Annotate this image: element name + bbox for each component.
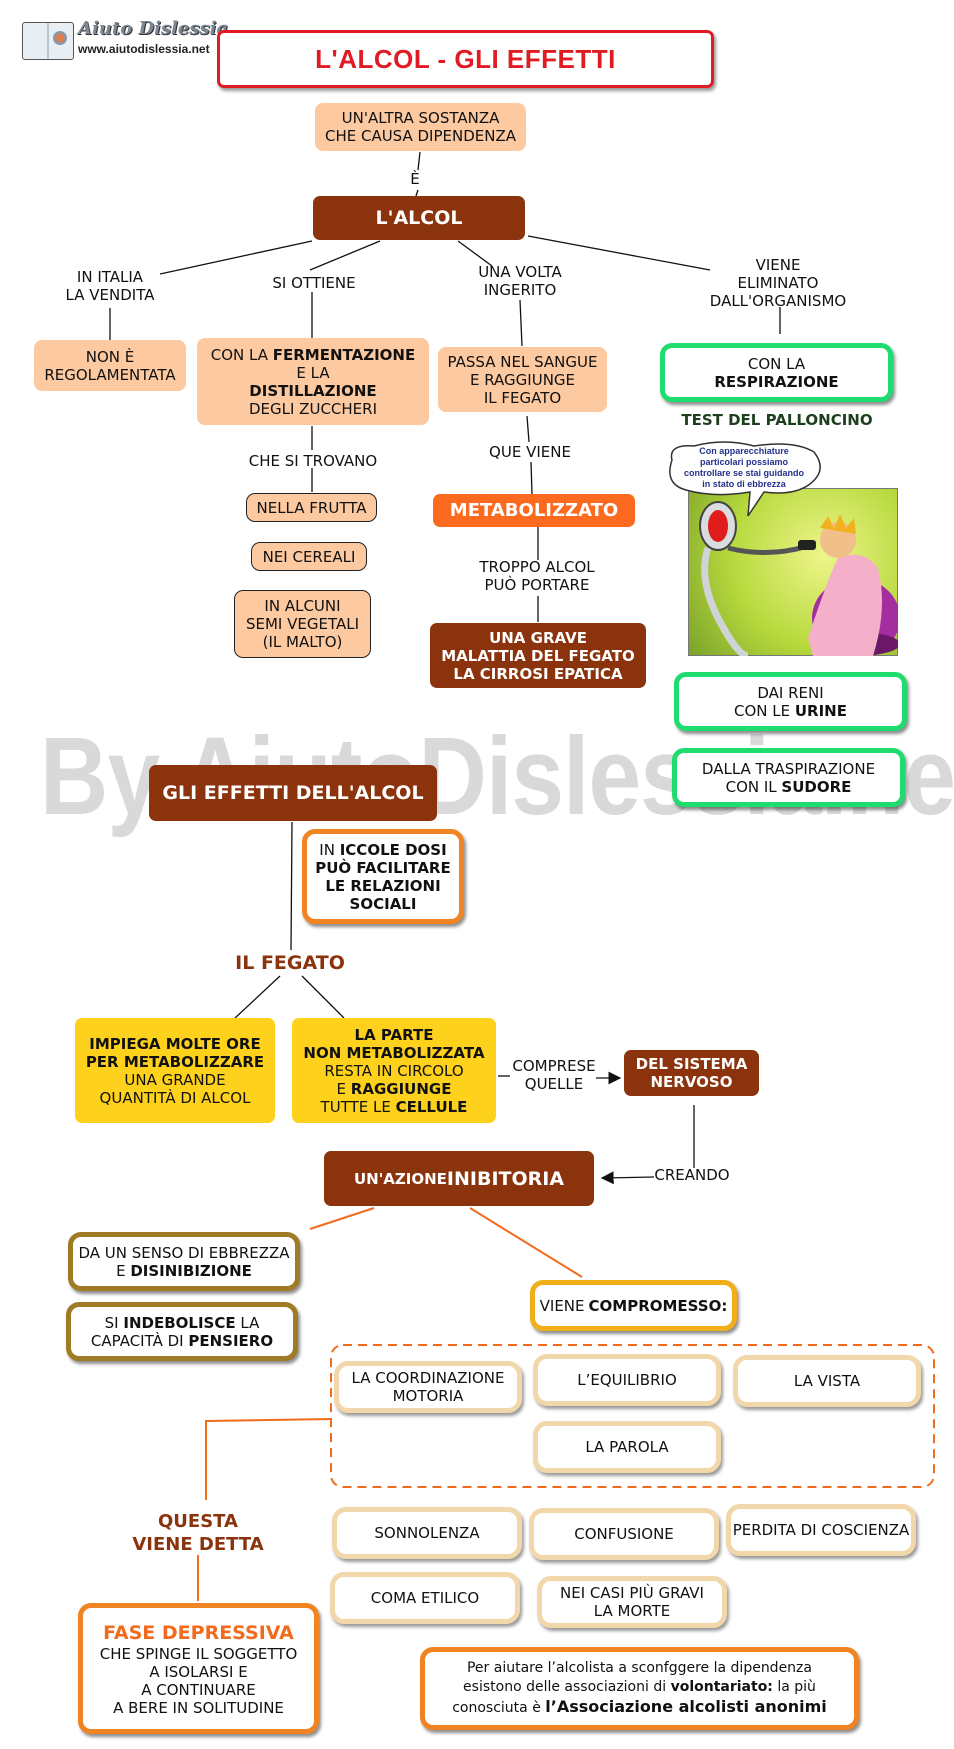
site-logo: Aiuto Dislessia www.aiutodislessia.net xyxy=(22,18,228,60)
equilibrio-box: L’EQUILIBRIO xyxy=(533,1354,721,1406)
fase-depressiva-box: FASE DEPRESSIVA CHE SPINGE IL SOGGETTO A… xyxy=(78,1603,319,1734)
label-questa-viene-detta: QUESTA VIENE DETTA xyxy=(132,1511,264,1555)
label-comprese-quelle: COMPRESE QUELLE xyxy=(512,1057,596,1093)
parte-non-metabolizzata-box: LA PARTE NON METABOLIZZATA RESTA IN CIRC… xyxy=(292,1018,496,1123)
fegato-heading: IL FEGATO xyxy=(235,952,345,974)
traspirazione-box: DALLA TRASPIRAZIONE CON IL SUDORE xyxy=(672,748,905,807)
label-una-volta-ingerito: UNA VOLTA INGERITO xyxy=(478,263,562,299)
coordinazione-box: LA COORDINAZIONE MOTORIA xyxy=(334,1361,522,1413)
impiega-box: IMPIEGA MOLTE ORE PER METABOLIZZARE UNA … xyxy=(75,1018,275,1123)
label-che-si-trovano: CHE SI TROVANO xyxy=(248,452,378,470)
frutta-box: NELLA FRUTTA xyxy=(246,493,377,522)
piccole-dosi-box: IN ICCOLE DOSI PUÒ FACILITARE LE RELAZIO… xyxy=(302,829,464,924)
bubble-text: Con apparecchiature particolari possiamo… xyxy=(683,446,805,489)
reni-box: DAI RENI CON LE URINE xyxy=(674,672,907,731)
logo-text: Aiuto Dislessia xyxy=(78,18,229,39)
confusione-box: CONFUSIONE xyxy=(529,1508,719,1560)
sistema-nervoso-box: DEL SISTEMA NERVOSO xyxy=(624,1050,759,1096)
compromesso-box: VIENE COMPROMESSO: xyxy=(530,1280,737,1331)
book-icon xyxy=(22,22,74,60)
ebbrezza-box: DA UN SENSO DI EBBREZZA E DISINIBIZIONE xyxy=(68,1232,300,1291)
parola-box: LA PAROLA xyxy=(533,1421,721,1473)
label-que-viene: QUE VIENE xyxy=(489,443,571,461)
perdita-coscienza-box: PERDITA DI COSCIENZA xyxy=(726,1504,916,1556)
label-creando: CREANDO xyxy=(654,1166,730,1184)
metabolizzato-node: METABOLIZZATO xyxy=(433,494,635,527)
pensiero-box: SI INDEBOLISCE LA CAPACITÀ DI PENSIERO xyxy=(66,1302,298,1361)
label-viene-eliminato: VIENE ELIMINATO DALL'ORGANISMO xyxy=(709,256,847,310)
effetti-node: GLI EFFETTI DELL'ALCOL xyxy=(149,765,437,821)
label-troppo-alcol: TROPPO ALCOL PUÒ PORTARE xyxy=(479,558,595,594)
breathalyzer-illustration: Con apparecchiature particolari possiamo… xyxy=(664,440,900,656)
sonnolenza-box: SONNOLENZA xyxy=(332,1507,522,1559)
speech-bubble xyxy=(669,441,821,517)
vista-box: LA VISTA xyxy=(733,1355,921,1407)
cirrosi-box: UNA GRAVE MALATTIA DEL FEGATO LA CIRROSI… xyxy=(430,623,646,688)
fermentazione-box: CON LA FERMENTAZIONE E LA DISTILLAZIONE … xyxy=(197,338,429,425)
label-si-ottiene: SI OTTIENE xyxy=(272,274,356,292)
non-regolamentata-box: NON È REGOLAMENTATA xyxy=(34,340,186,391)
sangue-box: PASSA NEL SANGUE E RAGGIUNGE IL FEGATO xyxy=(438,347,607,412)
morte-box: NEI CASI PIÙ GRAVI LA MORTE xyxy=(537,1576,727,1628)
site-url: www.aiutodislessia.net xyxy=(78,42,210,56)
page-title: L'ALCOL - GLI EFFETTI xyxy=(217,30,714,88)
alcol-node: L'ALCOL xyxy=(313,196,525,240)
semi-box: IN ALCUNI SEMI VEGETALI (IL MALTO) xyxy=(234,590,371,658)
associazione-note: Per aiutare l’alcolista a sconfggere la … xyxy=(420,1647,859,1730)
cereali-box: NEI CEREALI xyxy=(251,542,367,571)
figure-drawing xyxy=(699,501,898,656)
origin-box: UN'ALTRA SOSTANZA CHE CAUSA DIPENDENZA xyxy=(315,103,526,151)
label-e: È xyxy=(410,170,420,188)
respirazione-box: CON LA RESPIRAZIONE xyxy=(660,343,893,402)
label-italia: IN ITALIA LA VENDITA xyxy=(65,268,155,304)
coma-etilico-box: COMA ETILICO xyxy=(330,1572,520,1624)
test-palloncino-heading: TEST DEL PALLONCINO xyxy=(681,411,873,429)
azione-inibitoria-node: UN'AZIONE INIBITORIA xyxy=(324,1151,594,1206)
